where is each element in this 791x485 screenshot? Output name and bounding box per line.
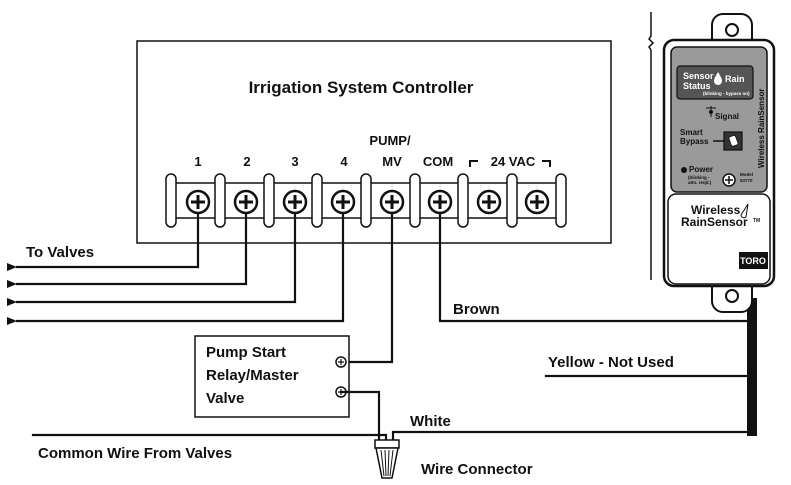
screw-icon	[722, 173, 736, 187]
vac-bracket-right	[542, 160, 551, 167]
sensor-power-label: Power	[689, 165, 713, 174]
power-led-icon	[681, 167, 687, 173]
terminal-label-3: 3	[291, 154, 298, 169]
screw-icon	[427, 189, 453, 215]
white-label: White	[410, 413, 451, 430]
rain-drop-icon	[714, 72, 722, 85]
sensor-cable	[747, 298, 757, 436]
common-wire	[31, 433, 388, 442]
screw-icon	[476, 189, 502, 215]
sensor-brand-line2: RainSensor	[681, 215, 748, 229]
pump-wire	[339, 211, 394, 364]
relay-label-line1: Pump Start	[206, 344, 286, 361]
vac-bracket-left	[469, 160, 478, 167]
relay-label-line3: Valve	[206, 390, 244, 407]
wire-connector-label: Wire Connector	[421, 461, 533, 478]
sensor-brand-line1: Wireless	[691, 203, 741, 217]
terminal-label-com: COM	[423, 154, 453, 169]
screw-icon	[524, 189, 550, 215]
terminal-label-mv: MV	[382, 154, 402, 169]
terminal-label-24vac: 24 VAC	[491, 154, 536, 169]
toro-logo	[739, 252, 768, 269]
sensor-status-note: (blinking - bypass on)	[703, 91, 750, 96]
sensor-signal-label: Signal	[715, 112, 739, 121]
valve-wires	[6, 213, 345, 325]
rain-sensor-unit: Sensor Status Rain (blinking - bypass on…	[648, 12, 776, 313]
to-valves-label: To Valves	[26, 244, 94, 261]
brown-wire	[438, 211, 754, 323]
sensor-brand-tm: TM	[753, 218, 760, 224]
sensor-status-line2: Status	[683, 81, 711, 91]
controller-title: Irrigation System Controller	[249, 78, 474, 97]
sensor-power-note2: attn. reqd.)	[688, 180, 712, 185]
sensor-side-text: Wireless RainSensor	[757, 88, 766, 168]
screw-icon	[282, 189, 308, 215]
terminal-label-pump: PUMP/	[369, 133, 411, 148]
white-wire	[391, 430, 754, 442]
screw-icon	[379, 189, 405, 215]
terminal-strip	[165, 173, 567, 228]
screw-icon	[330, 189, 356, 215]
wire-connector-icon	[374, 439, 400, 479]
raindrop-outline-icon	[740, 203, 749, 219]
sensor-model-label: Model	[740, 172, 753, 177]
relay-box	[194, 335, 350, 418]
screw-icon	[233, 189, 259, 215]
terminal-label-2: 2	[243, 154, 250, 169]
signal-icon	[706, 106, 716, 117]
terminal-label-4: 4	[340, 154, 348, 169]
common-wire-label: Common Wire From Valves	[38, 445, 232, 462]
terminal-label-1: 1	[194, 154, 201, 169]
sensor-rain-label: Rain	[725, 74, 745, 84]
sensor-smart-label: Smart	[680, 128, 703, 137]
sensor-power-note1: (blinking -	[688, 175, 710, 180]
sensor-model-number: 53770	[740, 178, 753, 183]
relay-label-line2: Relay/Master	[206, 367, 299, 384]
brown-label: Brown	[453, 301, 500, 318]
hand-press-icon	[728, 135, 739, 147]
yellow-label: Yellow - Not Used	[548, 354, 674, 371]
toro-logo-text: TORO	[740, 256, 766, 266]
relay-to-connector-wire	[339, 390, 381, 442]
sensor-bypass-label: Bypass	[680, 137, 709, 146]
relay-terminal-icon	[335, 356, 347, 368]
sensor-status-line1: Sensor	[683, 71, 714, 81]
screw-icon	[185, 189, 211, 215]
